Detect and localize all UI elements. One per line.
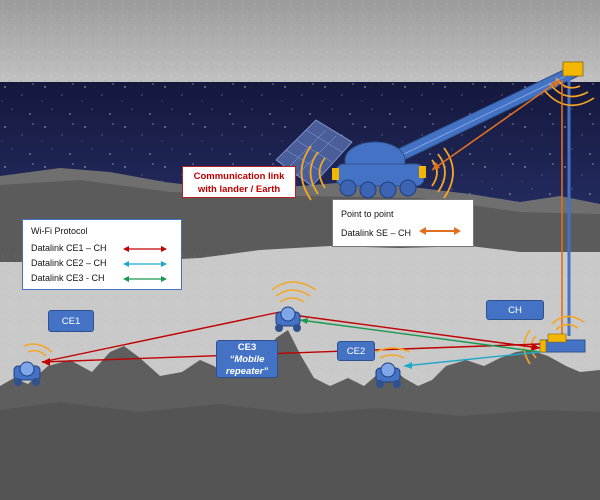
crane-tip-antenna-icon bbox=[562, 61, 584, 77]
ce3-role-line2: repeater” bbox=[225, 366, 269, 377]
cyan-double-arrow-icon bbox=[123, 261, 167, 267]
ce3-name: CE3 bbox=[237, 342, 257, 353]
ce3-label: CE3 “Mobile repeater” bbox=[216, 340, 278, 378]
datalink-ce1-ch bbox=[41, 315, 541, 366]
p2p-title: Point to point bbox=[341, 209, 394, 219]
comm-label-line2: with lander / Earth bbox=[197, 184, 281, 195]
ce1-rover bbox=[13, 361, 41, 386]
datalink-ce2-ch bbox=[403, 351, 541, 369]
comm-label-line1: Communication link bbox=[193, 171, 285, 182]
ce3-rover bbox=[275, 306, 301, 332]
p2p-double-arrow-icon bbox=[419, 227, 461, 235]
ce2-signal-arcs bbox=[375, 347, 411, 359]
foreground-shadow bbox=[0, 402, 600, 500]
ce2-label: CE2 bbox=[337, 341, 375, 361]
p2p-label: Datalink SE – CH bbox=[341, 228, 412, 238]
legend-item-label: Datalink CE3 - CH bbox=[31, 273, 105, 283]
legend-item-label: Datalink CE2 – CH bbox=[31, 258, 107, 268]
crane-arm bbox=[395, 61, 584, 161]
ce1-label: CE1 bbox=[48, 310, 94, 332]
lander-antenna-left-icon bbox=[332, 168, 339, 180]
ce1-signal-arcs bbox=[23, 343, 53, 357]
legend-item-label: Datalink CE1 – CH bbox=[31, 243, 107, 253]
green-double-arrow-icon bbox=[123, 276, 167, 282]
crane-signal-arcs bbox=[543, 77, 595, 107]
ch-station bbox=[539, 333, 586, 353]
communication-link-label: Communication link with lander / Earth bbox=[182, 166, 296, 198]
top-band-texture bbox=[0, 0, 600, 88]
ce2-rover bbox=[375, 362, 401, 388]
legend-item-ce3: Datalink CE3 - CH bbox=[31, 273, 181, 285]
lander bbox=[332, 141, 426, 199]
point-to-point-link bbox=[431, 79, 563, 336]
red-double-arrow-icon bbox=[123, 246, 167, 252]
ch-label: CH bbox=[486, 300, 544, 320]
lander-signal-arcs bbox=[300, 145, 454, 201]
point-to-point-box: Point to point Datalink SE – CH bbox=[332, 199, 474, 247]
ce3-role-line1: “Mobile bbox=[229, 354, 265, 365]
legend-title: Wi-Fi Protocol bbox=[31, 226, 88, 236]
datalink-ce3-ch bbox=[299, 318, 541, 353]
legend-item-ce2: Datalink CE2 – CH bbox=[31, 258, 181, 270]
legend-item-ce1: Datalink CE1 – CH bbox=[31, 243, 181, 255]
wifi-legend: Wi-Fi Protocol Datalink CE1 – CH Datalin… bbox=[22, 219, 182, 290]
lander-antenna-right-icon bbox=[419, 166, 426, 178]
ce3-signal-arcs bbox=[271, 281, 317, 303]
datalink-ce1-ce3 bbox=[41, 311, 281, 363]
